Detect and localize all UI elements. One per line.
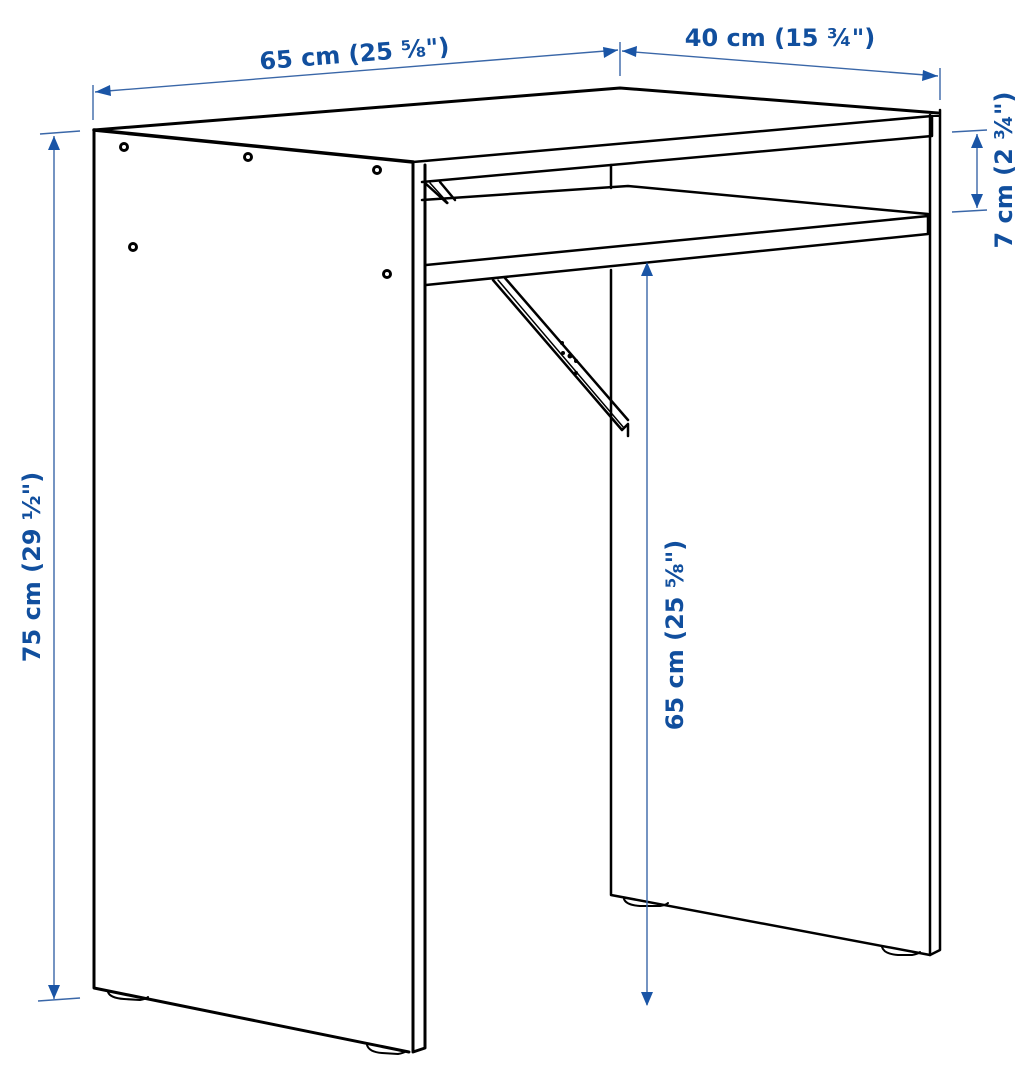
screw-icon xyxy=(382,269,392,279)
arrowhead-icon xyxy=(971,134,983,148)
screw-icon xyxy=(128,242,138,252)
diagonal-bracket xyxy=(423,180,630,438)
arrowhead-icon xyxy=(603,47,618,58)
dimension-under-height: 65 cm (25 ⅝") xyxy=(641,262,689,1006)
total-height-label: 75 cm (29 ½") xyxy=(18,472,46,662)
foot-icon xyxy=(107,991,149,1001)
arrowhead-icon xyxy=(48,136,60,150)
dimension-total-height: 75 cm (29 ½") xyxy=(18,130,81,1002)
right-side-panel xyxy=(609,108,942,957)
screw-icon xyxy=(119,142,129,152)
arrowhead-icon xyxy=(641,262,653,276)
arrowhead-icon xyxy=(971,194,983,208)
shelf xyxy=(420,184,930,287)
foot-icon xyxy=(623,898,669,907)
shelf-gap-label: 7 cm (2 ¾") xyxy=(990,92,1018,249)
dimension-lines: 65 cm (25 ⅝") 40 cm (15 ¾") 7 cm (2 ¾") xyxy=(18,24,1018,1006)
desk-outline xyxy=(92,86,942,1055)
dimension-depth: 40 cm (15 ¾") xyxy=(621,24,941,100)
foot-icon xyxy=(366,1044,407,1055)
arrowhead-icon xyxy=(48,985,60,999)
tabletop xyxy=(92,86,941,184)
arrowhead-icon xyxy=(922,70,938,81)
width-label: 65 cm (25 ⅝") xyxy=(258,32,450,75)
arrowhead-icon xyxy=(622,46,637,57)
foot-icon xyxy=(881,946,921,956)
under-height-label: 65 cm (25 ⅝") xyxy=(661,540,689,730)
screws xyxy=(119,142,392,279)
depth-label: 40 cm (15 ¾") xyxy=(685,24,875,52)
screw-icon xyxy=(243,152,253,162)
arrowhead-icon xyxy=(641,992,653,1006)
arrowhead-icon xyxy=(95,85,111,96)
dimension-shelf-gap: 7 cm (2 ¾") xyxy=(951,92,1018,249)
dimension-width: 65 cm (25 ⅝") xyxy=(92,32,621,120)
screw-icon xyxy=(372,165,382,175)
left-side-panel xyxy=(92,128,427,1055)
